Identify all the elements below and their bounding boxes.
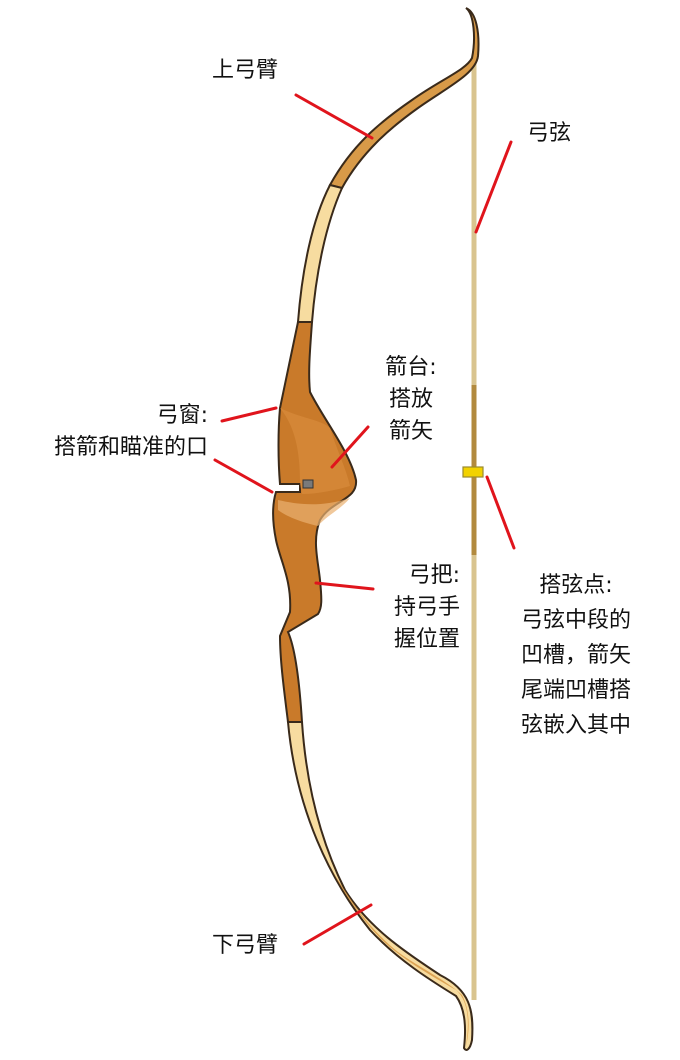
label-arrow-rest: 箭台: 搭放 箭矢 — [385, 355, 437, 444]
bowstring — [462, 60, 484, 1000]
leader-sight-window-top — [220, 406, 278, 423]
nocking-point-marker — [462, 466, 484, 478]
leader-lines — [213, 93, 516, 946]
label-nocking-point: 搭弦点: 弓弦中段的 凹槽，箭矢 尾端凹槽搭 弦嵌入其中 — [520, 573, 631, 738]
leader-grip — [314, 581, 375, 591]
upper-limb — [296, 7, 480, 323]
label-upper-limb: 上弓臂 — [212, 58, 279, 83]
leader-nocking-point — [485, 475, 516, 550]
leader-lower-limb — [302, 903, 373, 946]
label-lower-limb: 下弓臂 — [212, 933, 279, 958]
label-sight-window: 弓窗: 搭箭和瞄准的口 — [53, 403, 208, 460]
leader-arrow-rest — [330, 425, 370, 469]
leader-sight-window-bottom — [213, 458, 274, 494]
leader-bowstring — [474, 140, 513, 234]
leader-upper-limb — [294, 93, 374, 140]
riser — [272, 321, 358, 723]
arrow-rest-plate — [302, 479, 314, 489]
label-bowstring: 弓弦 — [527, 121, 572, 146]
label-grip: 弓把: 持弓手 握位置 — [393, 563, 460, 652]
lower-limb — [286, 721, 474, 1051]
